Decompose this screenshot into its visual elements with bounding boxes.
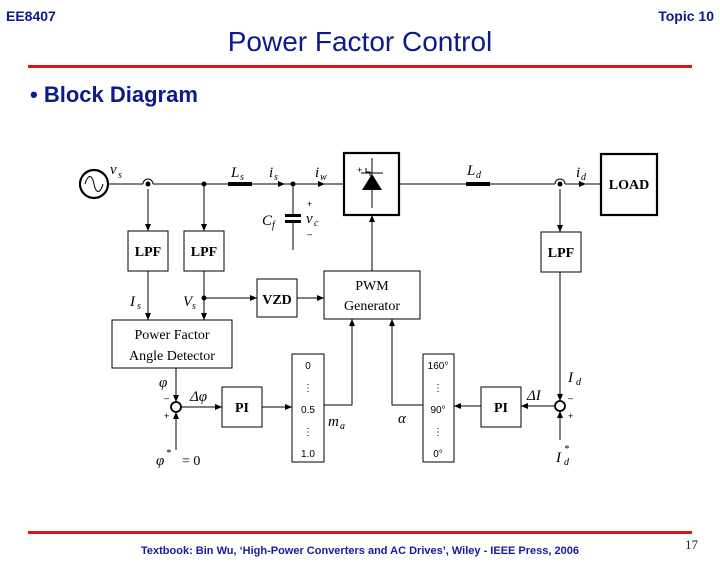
iw-sub: w [320,172,327,183]
citation: Textbook: Bin Wu, ‘High-Power Converters… [141,545,579,557]
Is-sub: s [137,301,141,312]
vc-sub: c [314,218,319,229]
vc-minus: – [307,229,312,239]
load-label: LOAD [609,178,649,193]
current-sensor-icon [554,178,566,185]
lpf-label-3: LPF [548,246,574,261]
Is-label: I [129,294,136,310]
id-sub: d [581,172,587,183]
sum2-plus: + [568,411,573,421]
ma-limiter-block [291,353,325,463]
delta-phi-label: Δφ [189,389,207,405]
slide-title: Power Factor Control [227,26,493,57]
alpha-label: α [398,411,407,427]
bullet-text: Block Diagram [43,82,198,107]
course-code: EE8407 [6,8,56,24]
pi-label-2: PI [494,401,508,416]
pfad-line1: Power Factor [134,328,209,343]
Id-sub: d [576,377,582,388]
pwm-line1: PWM [355,279,389,294]
summing-junction-2 [554,400,566,412]
delta-I-label: ΔI [526,388,542,404]
converter-plus: + [357,165,362,175]
phi-ref-star: * [166,448,171,459]
ma-scale-tick: 0.5 [301,405,315,416]
ac-source-icon [78,168,110,200]
alpha-scale-tick: 90° [430,405,445,416]
Id-ref-star: * [564,444,569,455]
topic-label: Topic 10 [658,8,714,24]
load-block [599,152,659,217]
vs-sub: s [118,170,122,181]
page-number: 17 [685,537,698,552]
ls-sub: s [240,172,244,183]
sum1-plus: + [164,411,169,421]
lpf-block-1 [127,230,169,272]
lpf-label-1: LPF [135,245,161,260]
Id-ref-sub: d [564,457,570,468]
bullet-heading: • Block Diagram [30,82,198,107]
alpha-scale-tick: 0° [433,449,443,460]
vc-plus: + [307,199,312,209]
inductor-ld-icon [466,182,490,186]
id-label: i [576,165,580,181]
alpha-scale-tick: ⋮ [433,427,443,438]
ld-label: L [466,163,475,179]
pfad-line2: Angle Detector [129,349,215,364]
junction-dot [557,181,563,187]
phi-label: φ [159,375,167,391]
pi-block-1 [221,386,263,428]
pi-label-1: PI [235,401,249,416]
pi-block-2 [480,386,522,428]
ls-label: L [230,165,239,181]
vzd-label: VZD [262,293,292,308]
Id-ref-label: I [555,450,562,466]
current-sensor-icon [142,178,154,185]
pf-angle-detector-block [111,319,233,369]
thyristor-icon [361,158,383,208]
is-label: i [269,165,273,181]
lpf-label-2: LPF [191,245,217,260]
bottom-divider [28,531,692,534]
ma-scale-tick: 0 [305,361,311,372]
Vs-sub: s [192,301,196,312]
iw-label: i [315,165,319,181]
is-sub: s [274,172,278,183]
capacitor-icon [285,214,301,217]
sum1-minus: – [164,393,169,403]
ma-sub: a [340,421,345,432]
ma-scale-tick: ⋮ [303,427,313,438]
vs-label: v [110,162,117,178]
ma-label: m [328,414,339,430]
summing-junction-1 [170,401,182,413]
vzd-block [256,278,298,318]
lpf-block-3 [540,231,582,273]
sum2-minus: – [568,393,573,403]
phi-ref-value: = 0 [182,454,200,469]
phi-ref-label: φ [156,453,164,469]
lpf-block-2 [183,230,225,272]
alpha-limiter-block [422,353,455,463]
alpha-scale-tick: ⋮ [433,383,443,394]
cf-label: C [262,213,273,229]
Id-label: I [567,370,574,386]
cf-sub: f [272,220,276,231]
wire [389,319,423,406]
junction-dot [145,181,151,187]
ma-scale-tick: 1.0 [301,449,315,460]
inductor-ls-icon [228,182,252,186]
vc-label: v [306,211,313,227]
wire [324,319,355,406]
pwm-line2: Generator [344,299,400,314]
top-divider [28,65,692,68]
ld-sub: d [476,170,482,181]
ma-scale-tick: ⋮ [303,383,313,394]
alpha-scale-tick: 160° [428,361,449,372]
pwm-generator-block [323,270,421,320]
Vs-label: V [183,294,194,310]
